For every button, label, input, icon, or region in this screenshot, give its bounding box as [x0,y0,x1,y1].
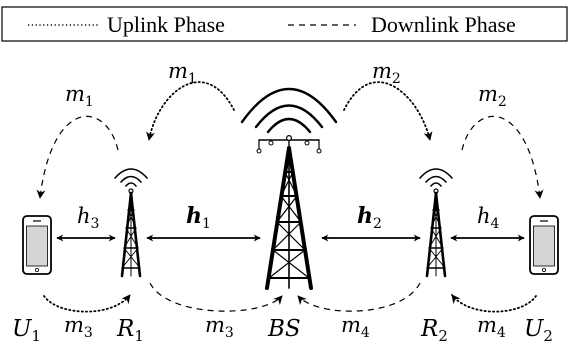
base-station-tower-icon [240,87,338,290]
label-h1: h1 [186,203,211,232]
label-m1-left: m1 [65,82,94,110]
uplink-curves [43,81,537,313]
label-m3-r1: m3 [205,313,234,341]
uplink-bs-to-r2 [343,81,433,141]
downlink-r1-to-u1 [36,115,119,199]
label-m1-top: m1 [168,59,197,87]
uplink-u1-to-r1 [43,294,131,313]
label-base-station: BS [267,316,301,342]
label-m3-u1: m3 [64,313,93,341]
label-user-1: U1 [12,316,41,344]
label-relay-2: R2 [420,316,448,344]
downlink-legend-label: Downlink Phase [371,12,516,37]
relay-2-tower-icon [419,168,453,278]
relay-1-tower-icon [114,168,148,278]
label-user-2: U2 [524,316,553,344]
user-2-phone-icon [529,215,559,275]
label-h4: h4 [477,204,500,232]
label-m4-bs: m4 [341,313,370,341]
downlink-r1-to-bs [149,282,283,312]
uplink-u2-to-r2 [451,294,537,313]
legend: Uplink Phase Downlink Phase [1,6,568,42]
user-1-phone-icon [22,215,52,275]
label-h2: h2 [357,203,382,232]
uplink-bs-to-r1 [146,81,235,141]
label-h3: h3 [77,204,99,232]
label-m4-u2: m4 [477,313,506,341]
downlink-r2-to-bs [297,282,421,312]
label-m2-top: m2 [372,59,401,87]
downlink-r2-to-u2 [461,115,544,199]
uplink-legend-label: Uplink Phase [107,12,225,37]
downlink-curves [36,115,544,312]
label-m2-right: m2 [478,82,507,110]
label-relay-1: R1 [116,316,144,344]
